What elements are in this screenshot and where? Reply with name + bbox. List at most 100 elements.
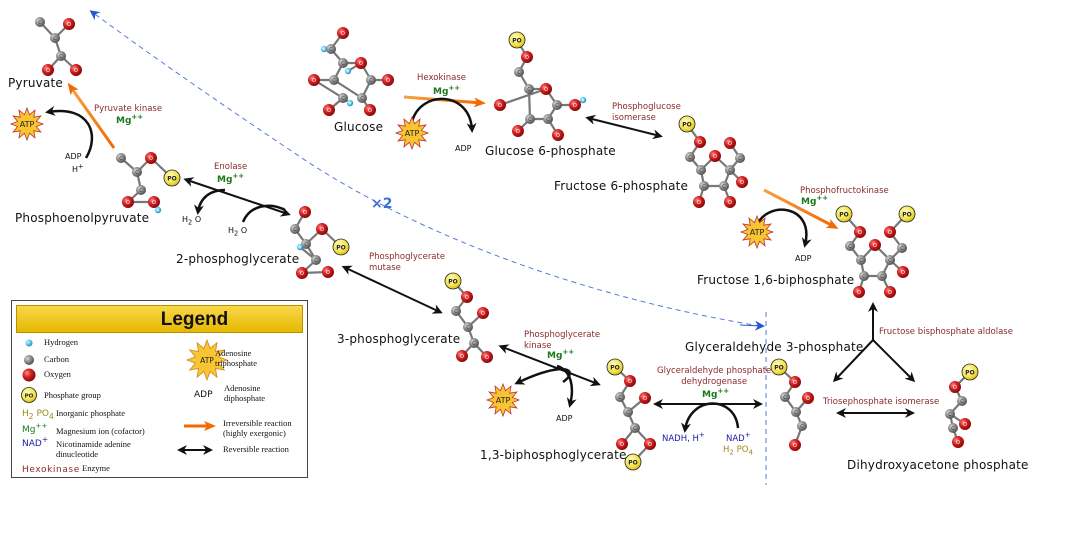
atom-symbol: O [368, 108, 372, 114]
atom-symbol: O [573, 103, 577, 109]
atom-symbol: C [360, 96, 364, 102]
oxygen-atom-icon [569, 99, 581, 111]
bond [333, 79, 363, 99]
legend-adp-symbol: ADP [194, 390, 213, 400]
atom-symbol: C [859, 258, 863, 264]
atp-star-icon: ATP [394, 115, 430, 151]
mg-cofactor-hexokinase: Mg++ [433, 85, 460, 97]
carbon-atom-icon [780, 392, 790, 402]
atp-star-shape [394, 115, 430, 151]
phosphate-label: PO [448, 279, 458, 286]
oxygen-atom-icon [736, 176, 748, 188]
atom-symbol: C [314, 258, 318, 264]
atom-symbol: C [626, 410, 630, 416]
carbon-atom-icon [623, 407, 633, 417]
phosphate-label: PO [336, 245, 346, 252]
atom-symbol: O [620, 442, 624, 448]
enzyme-label-enolase: Enolase [214, 162, 248, 172]
enolase-water-out-arc [194, 188, 226, 215]
atp-star-text: ATP [750, 228, 765, 237]
atom-symbol: O [888, 230, 892, 236]
oxygen-atom-icon [299, 206, 311, 218]
atom-symbol: C [332, 78, 336, 84]
legend-title: Legend [16, 305, 303, 333]
pyruvate-kinase-cofactor-arc [45, 105, 94, 159]
oxygen-atom-icon [461, 291, 473, 303]
atom-symbol: O [713, 154, 717, 160]
oxygen-atom-icon [959, 418, 971, 430]
mg-cofactor-pgk: Mg++ [547, 349, 574, 361]
atom-symbol: C [948, 412, 952, 418]
atom-symbol: O [963, 422, 967, 428]
molecule-label-glucose-6-phosphate: Glucose 6-phosphate [485, 144, 616, 158]
inorganic-phosphate-label: H2 PO4 [723, 446, 753, 457]
carbon-atom-icon [957, 396, 967, 406]
oxygen-atom-icon [355, 57, 367, 69]
atom-symbol: H [157, 209, 160, 213]
atom-symbol: C [304, 242, 308, 248]
atom-symbol: C [59, 54, 63, 60]
phosphate-group-icon [508, 31, 526, 49]
carbon-atom-icon [699, 181, 709, 191]
hydrogen-atom-icon [154, 206, 162, 214]
oxygen-atom-icon [552, 129, 564, 141]
carbon-atom-icon [525, 114, 535, 124]
subscript: 2 [729, 447, 734, 457]
o-text: O [240, 226, 248, 235]
phosphate-label: PO [902, 212, 912, 219]
water-out-label: H2 O [182, 216, 201, 226]
atom-symbol: C [862, 274, 866, 280]
legend-reversible-label: Reversible reaction [223, 444, 289, 454]
atp-star-text: ATP [405, 129, 420, 138]
po-text: PO [36, 409, 49, 419]
atp-star-shape [739, 214, 775, 250]
carbon-atom-icon [469, 338, 479, 348]
oxygen-atom-icon [456, 350, 468, 362]
plus-charge: + [698, 430, 705, 440]
hexokinase-cofactor-arc [410, 97, 477, 133]
subscript: 2 [234, 229, 239, 238]
carbon-atom-icon [311, 255, 321, 265]
oxygen-atom-icon [145, 152, 157, 164]
hydrogen-atom-icon [344, 67, 352, 75]
oxygen-atom-icon [869, 239, 881, 251]
phosphate-label: PO [839, 212, 849, 219]
oxygen-atom-icon [337, 27, 349, 39]
subscript: 2 [28, 411, 34, 421]
mg-charge: ++ [131, 113, 144, 121]
carbon-atom-icon [856, 255, 866, 265]
hydrogen-atom-icon [346, 99, 354, 107]
legend-inorganic-phosphate-label: Inorganic phosphate [56, 408, 126, 418]
atom-symbol: O [793, 443, 797, 449]
carbon-atom-icon [845, 241, 855, 251]
molecule-label-phosphoenolpyruvate: Phosphoenolpyruvate [15, 211, 150, 225]
carbon-atom-icon [326, 44, 336, 54]
atom-symbol: O [544, 87, 548, 93]
water-in-label: H2 O [228, 226, 248, 238]
atom-symbol: O [873, 243, 877, 249]
mg-charge: ++ [448, 84, 461, 92]
legend-magnesium-label: Magnesium ion (cofactor) [56, 426, 145, 436]
oxygen-atom-icon [540, 83, 552, 95]
molecule-label-dihydroxyacetone-phosphate: Dihydroxyacetone phosphate [847, 458, 1029, 472]
bond [499, 87, 547, 107]
enzyme-label-aldolase: Fructose bisphosphate aldolase [879, 327, 1013, 337]
oxygen-atom-icon [724, 196, 736, 208]
carbon-atom-icon [514, 67, 524, 77]
nadh-text: NADH, H [662, 434, 699, 444]
atom-symbol: O [728, 200, 732, 206]
nad-text: NAD [726, 434, 745, 444]
atom-symbol: C [722, 184, 726, 190]
aldolase-right [872, 339, 916, 383]
atom-symbol: H [347, 70, 350, 74]
mg-text: Mg [22, 425, 36, 435]
phosphate-label: PO [167, 176, 177, 183]
atom-symbol: C [369, 78, 373, 84]
enzyme-label-pyruvate-kinase: Pyruvate kinase [94, 104, 163, 114]
